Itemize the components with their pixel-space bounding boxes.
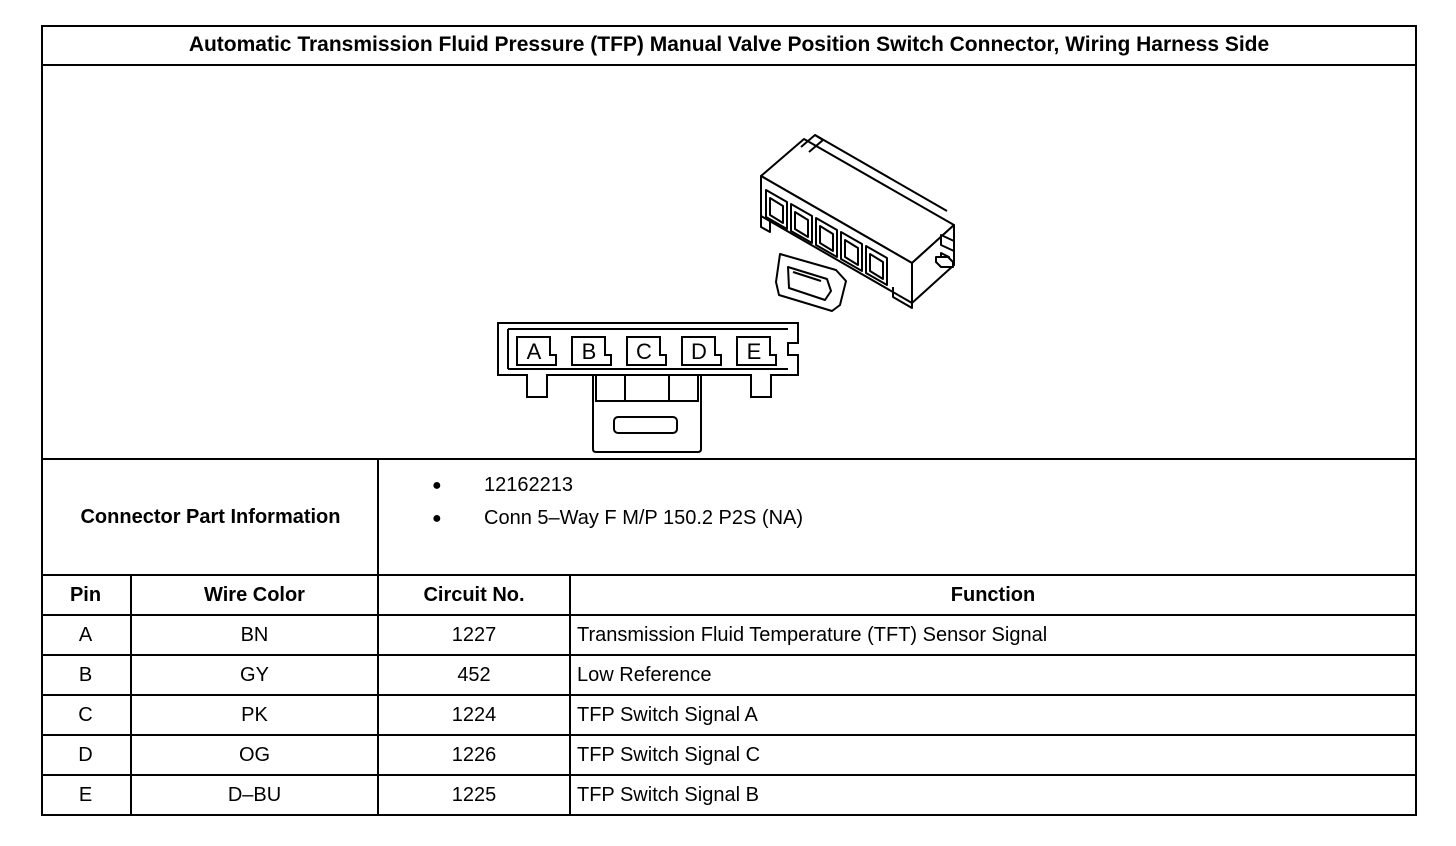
- table-row-b-function: Low Reference: [577, 663, 712, 686]
- connector-3d-view: [760, 134, 955, 312]
- table-row-e-circuit: 1225: [451, 783, 497, 806]
- table-row-d-pin: D: [78, 743, 93, 766]
- list-item: ● Conn 5–Way F M/P 150.2 P2S (NA): [428, 502, 1328, 535]
- table-row-c-pin: C: [78, 703, 93, 726]
- pin-letter-d: D: [691, 339, 707, 364]
- table-row-e-function: TFP Switch Signal B: [577, 783, 759, 806]
- table-row-b-circuit: 452: [457, 663, 491, 686]
- col-divider-circuit: [377, 458, 379, 816]
- page-title: Automatic Transmission Fluid Pressure (T…: [188, 33, 1270, 56]
- header-function: Function: [950, 583, 1036, 606]
- bullet-icon: ●: [432, 509, 442, 527]
- table-row-d-circuit: 1226: [451, 743, 497, 766]
- diagram-divider: [41, 458, 1417, 460]
- info-divider: [41, 574, 1417, 576]
- pin-letter-c: C: [636, 339, 652, 364]
- row-divider-4: [41, 774, 1417, 776]
- pin-letter-a: A: [527, 339, 542, 364]
- header-pin: Pin: [69, 583, 102, 606]
- pin-letters: A B C D E: [527, 339, 762, 364]
- outer-frame: [41, 25, 1417, 816]
- connector-description: Conn 5–Way F M/P 150.2 P2S (NA): [484, 507, 804, 529]
- row-divider-3: [41, 734, 1417, 736]
- header-wire-color: Wire Color: [204, 583, 305, 606]
- header-circuit-no: Circuit No.: [423, 583, 525, 606]
- title-divider: [41, 64, 1417, 66]
- part-number: 12162213: [484, 474, 573, 496]
- table-row-c-wire: PK: [241, 703, 268, 726]
- table-row-a-pin: A: [78, 623, 93, 646]
- table-row-d-function: TFP Switch Signal C: [577, 743, 761, 766]
- table-row-a-wire: BN: [240, 623, 269, 646]
- connector-drawing: A B C D E: [497, 134, 955, 453]
- pin-letter-e: E: [747, 339, 762, 364]
- table-row-a-circuit: 1227: [451, 623, 497, 646]
- table-row-e-pin: E: [78, 783, 93, 806]
- table-row-b-pin: B: [78, 663, 93, 686]
- table-row-c-function: TFP Switch Signal A: [577, 703, 758, 726]
- table-row-e-wire: D–BU: [227, 783, 282, 806]
- col-divider-function: [569, 574, 571, 816]
- table-row-d-wire: OG: [238, 743, 271, 766]
- table-row-a-function: Transmission Fluid Temperature (TFT) Sen…: [577, 623, 1048, 646]
- connector-part-info-label: Connector Part Information: [80, 506, 341, 528]
- list-item: ● 12162213: [428, 469, 1328, 502]
- row-divider-1: [41, 654, 1417, 656]
- header-divider: [41, 614, 1417, 616]
- row-divider-2: [41, 694, 1417, 696]
- connector-diagram: A B C D E: [43, 67, 1415, 458]
- col-divider-pin: [130, 574, 132, 816]
- pin-letter-b: B: [582, 339, 597, 364]
- table-row-b-wire: GY: [240, 663, 269, 686]
- bullet-icon: ●: [432, 476, 442, 494]
- connector-sheet: Automatic Transmission Fluid Pressure (T…: [41, 25, 1417, 816]
- table-row-c-circuit: 1224: [451, 703, 497, 726]
- connector-part-info-list: ● 12162213 ● Conn 5–Way F M/P 150.2 P2S …: [428, 469, 1328, 535]
- connector-front-view: [497, 322, 799, 453]
